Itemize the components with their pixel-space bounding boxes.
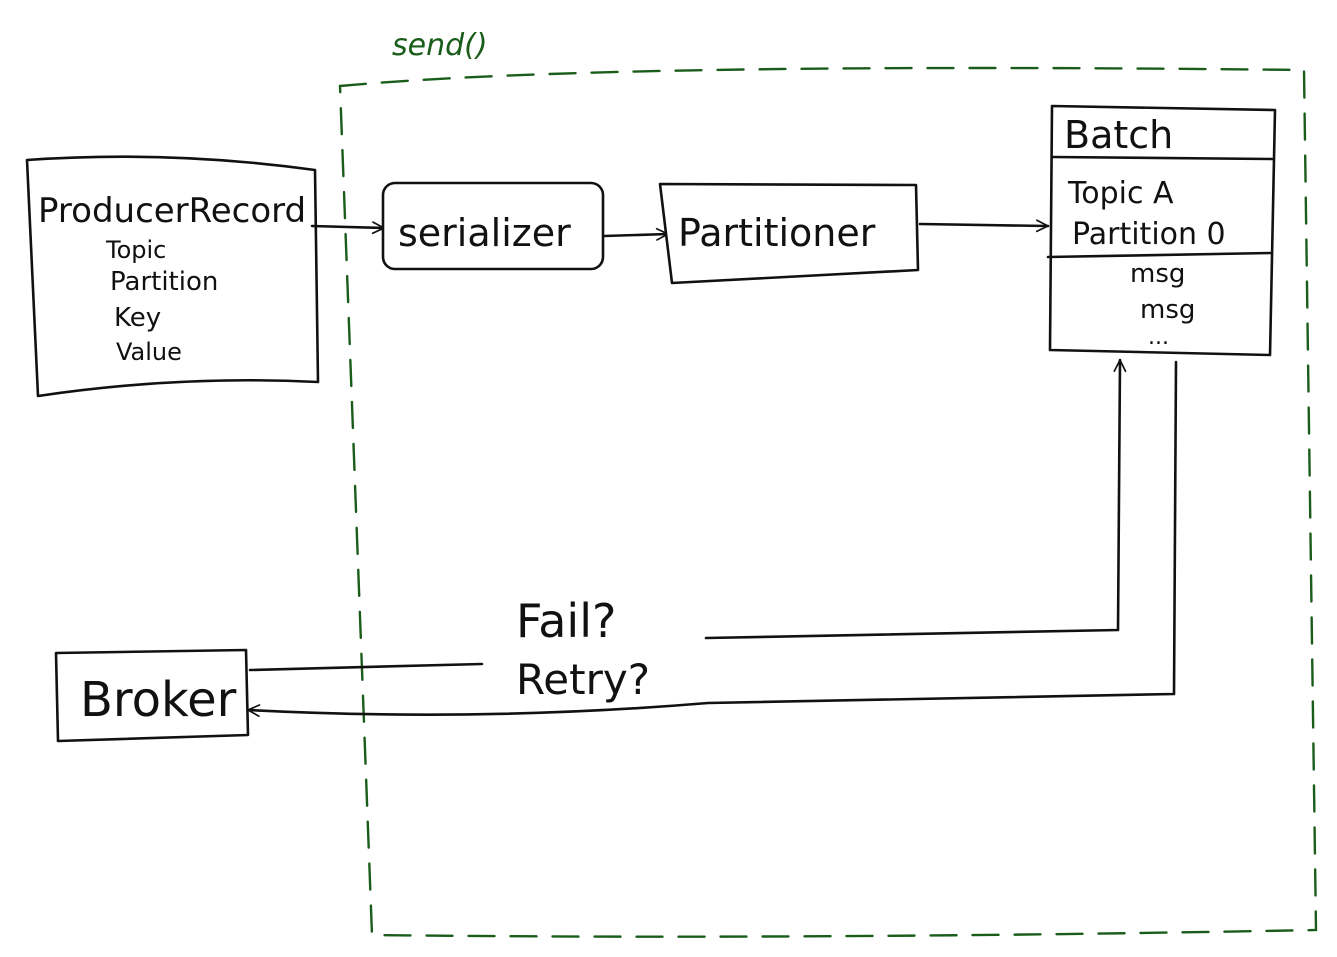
batch-divider-top [1050, 155, 1274, 161]
producer-record-title: ProducerRecord [38, 191, 306, 231]
batch-partition: Partition 0 [1072, 217, 1226, 252]
send-boundary-label: send() [392, 28, 488, 63]
arrow-record-to-serializer [310, 221, 386, 235]
feedback-fail-label: Fail? [516, 594, 616, 648]
producer-record-field-key: Key [114, 303, 161, 333]
batch-divider-mid [1046, 251, 1272, 259]
batch-title: Batch [1064, 113, 1173, 157]
serializer-box: serializer [381, 181, 605, 271]
batch-msg-1: msg [1130, 259, 1185, 289]
batch-box: Batch Topic A Partition 0 msg msg ... [1046, 104, 1277, 357]
producer-record-field-topic: Topic [105, 236, 166, 264]
partitioner-box: Partitioner [658, 182, 920, 285]
batch-msg-ellipsis: ... [1148, 325, 1169, 350]
producer-record-box: ProducerRecord Topic Partition Key Value [25, 155, 320, 398]
broker-box: Broker [54, 648, 250, 743]
arrow-batch-to-broker [246, 360, 1178, 718]
arrow-serializer-to-partitioner [602, 227, 670, 241]
line-broker-to-fail [248, 662, 484, 672]
arrow-fail-to-batch [704, 358, 1127, 640]
batch-msg-2: msg [1140, 295, 1195, 325]
serializer-label: serializer [398, 211, 571, 255]
broker-label: Broker [80, 672, 237, 728]
partitioner-label: Partitioner [678, 211, 876, 255]
producer-record-field-value: Value [116, 338, 182, 366]
batch-topic: Topic A [1067, 176, 1174, 211]
send-boundary: send() [338, 28, 1318, 938]
producer-record-field-partition: Partition [110, 267, 218, 297]
feedback-retry-label: Retry? [516, 655, 650, 704]
arrow-partitioner-to-batch [918, 219, 1050, 233]
